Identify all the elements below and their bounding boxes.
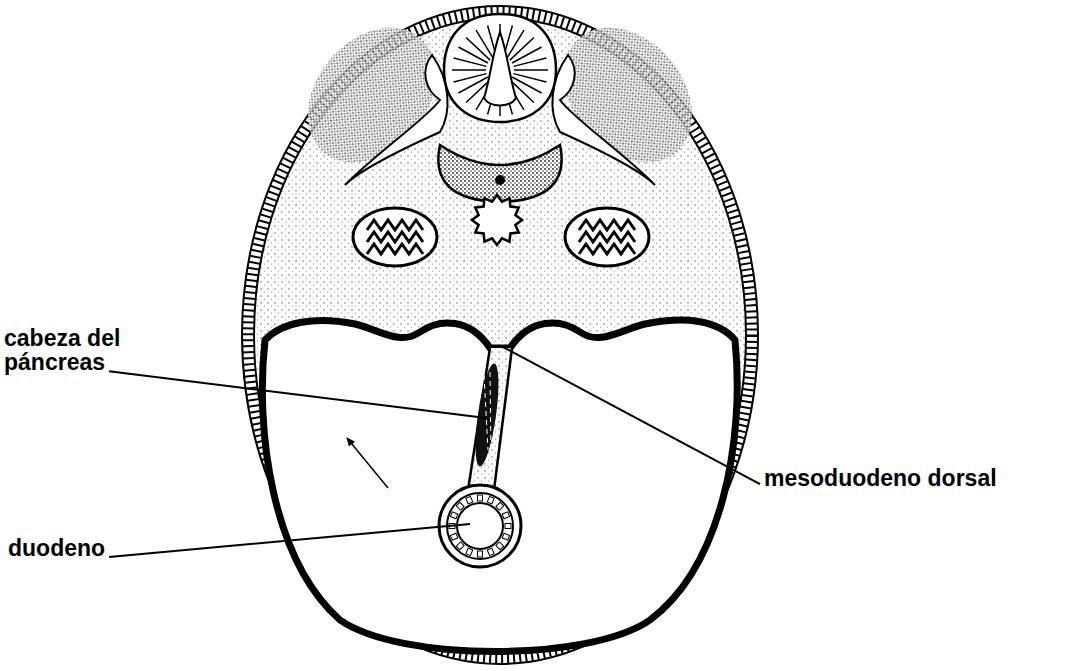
neuroblast-line — [510, 37, 534, 60]
neuroblast-line — [452, 69, 486, 71]
epithelial-cell — [478, 495, 483, 501]
central-canal — [484, 32, 516, 106]
epithelial-cell — [487, 548, 494, 555]
somite-right — [538, 2, 719, 188]
leader-line — [503, 347, 760, 484]
epithelial-cell — [450, 533, 457, 540]
epithelial-cell — [502, 533, 509, 540]
epithelial-cell — [450, 512, 457, 519]
tubule — [579, 232, 635, 242]
tubule — [367, 220, 423, 230]
epithelial-cell — [496, 542, 504, 550]
epithelial-cell — [466, 548, 473, 555]
tubule — [579, 244, 635, 254]
pancreas-head — [471, 362, 503, 467]
tubule — [367, 244, 423, 254]
duodenum-lumen — [457, 503, 503, 549]
neural-tube — [444, 14, 556, 122]
dorsal-mesentery — [466, 348, 512, 490]
mesonephros-left — [353, 208, 437, 266]
mesonephros-right — [565, 208, 649, 266]
epithelial-cell — [456, 502, 464, 510]
tubule — [367, 232, 423, 242]
neural-arch-left — [345, 55, 448, 185]
notochord — [495, 175, 505, 185]
neuroblast-line — [512, 77, 541, 93]
epithelial-cell — [496, 502, 504, 510]
leader-line — [109, 524, 470, 557]
neuroblast-line — [514, 69, 548, 71]
neuroblast-line — [507, 30, 524, 58]
neural-arch-right — [552, 55, 655, 185]
part-label: cabeza del páncreas — [4, 326, 169, 374]
epithelial-cell — [456, 542, 464, 550]
epithelial-cell — [478, 551, 483, 557]
vertebral-body — [438, 145, 561, 202]
rotation-arrow — [347, 438, 388, 488]
tubule — [579, 220, 635, 230]
epithelial-cell — [487, 496, 494, 503]
epithelial-cell — [502, 512, 509, 519]
part-label: duodeno — [8, 536, 148, 560]
epithelial-cell — [505, 524, 511, 529]
somite-left — [282, 2, 463, 188]
neuroblast-line — [454, 74, 487, 82]
neuroblast-line — [514, 58, 547, 66]
leader-line — [109, 371, 486, 418]
coelomic-cavity — [262, 320, 737, 651]
epithelial-cell — [466, 496, 473, 503]
part-label: mesoduodeno dorsal — [764, 466, 1064, 490]
pancreas-texture — [484, 372, 491, 455]
neuroblast-line — [458, 47, 487, 63]
aorta — [472, 195, 522, 245]
neuroblast-lines — [452, 24, 548, 116]
neuroblast-line — [466, 37, 490, 60]
